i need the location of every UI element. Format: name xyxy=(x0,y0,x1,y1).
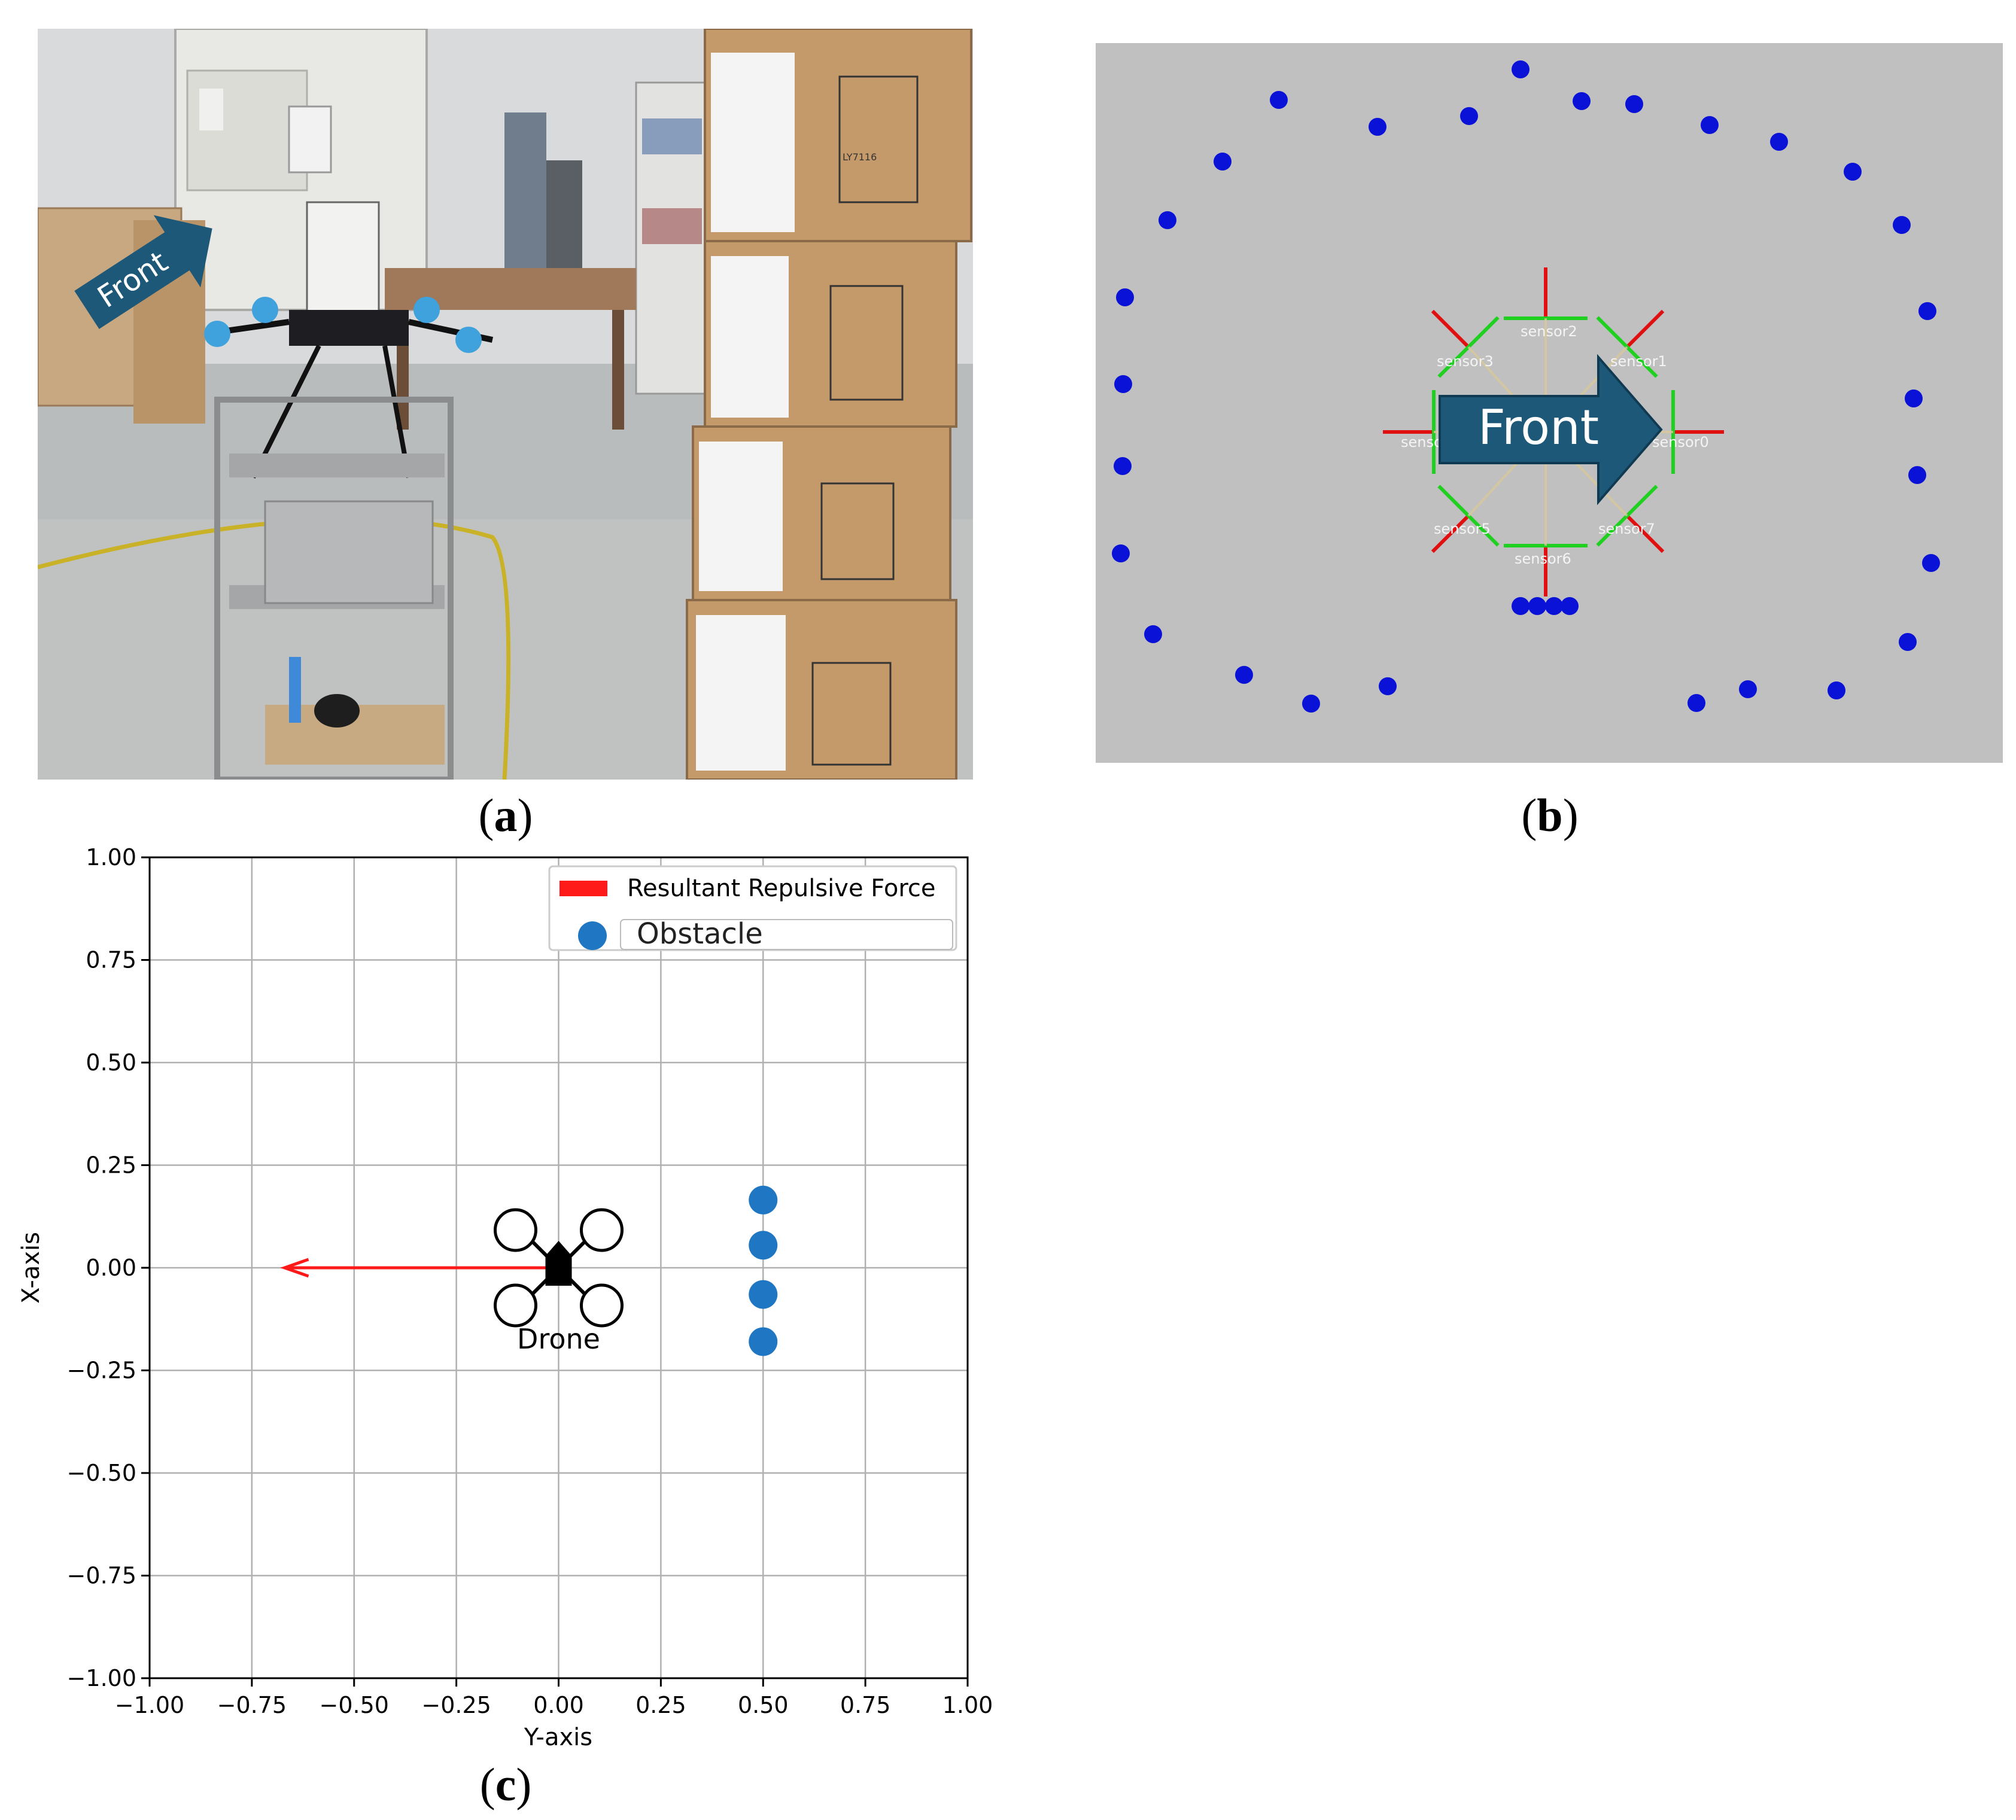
sim-point xyxy=(1899,633,1917,651)
legend-swatch-force xyxy=(560,881,607,896)
sim-point xyxy=(1214,153,1232,171)
sim-point xyxy=(1235,666,1253,684)
y-tick-label: −1.00 xyxy=(67,1665,136,1691)
obstacle-point xyxy=(749,1231,778,1260)
sensor-label: sensor1 xyxy=(1610,353,1667,370)
stacked-boxes: LY7116 xyxy=(686,28,972,781)
sim-point xyxy=(1112,544,1130,562)
plot-frame xyxy=(148,856,969,1679)
sim-point xyxy=(1561,597,1579,615)
lab-photo-illustration: LY7116 Front xyxy=(37,28,973,783)
sim-point xyxy=(1369,118,1386,136)
sim-point xyxy=(1460,107,1478,125)
sim-point xyxy=(1828,681,1845,699)
sim-point xyxy=(1922,554,1940,572)
sensor-label: sensor7 xyxy=(1598,521,1655,537)
y-tick-label: 0.00 xyxy=(86,1255,136,1281)
y-tick-label: −0.25 xyxy=(67,1358,136,1384)
sim-point xyxy=(1302,695,1320,713)
sim-point xyxy=(1844,163,1862,181)
x-tick-label: −0.50 xyxy=(320,1692,389,1718)
caption-b: (b) xyxy=(1521,789,1579,841)
drone-label: Drone xyxy=(517,1323,600,1355)
sim-point xyxy=(1116,288,1134,306)
sim-point xyxy=(1625,95,1643,113)
obstacle-point xyxy=(749,1327,778,1356)
x-tick-label: 1.00 xyxy=(942,1692,993,1718)
x-tick-label: −1.00 xyxy=(115,1692,184,1718)
sensor-2: sensor2 xyxy=(1504,267,1588,432)
y-axis-label: X-axis xyxy=(17,1232,45,1304)
sim-point xyxy=(1114,457,1132,475)
sim-point xyxy=(1687,694,1705,712)
y-tick-label: 0.50 xyxy=(86,1049,136,1076)
x-axis-label: Y-axis xyxy=(524,1724,592,1751)
sensor-label: sensor3 xyxy=(1437,353,1494,370)
sensor-label: sensor0 xyxy=(1652,434,1709,451)
obstacle-point xyxy=(749,1280,778,1309)
legend-swatch-obstacle xyxy=(578,921,607,950)
chart-legend: Resultant Repulsive Force Obstacle xyxy=(548,865,957,951)
sim-front-arrow-icon: Front xyxy=(1439,354,1663,506)
sim-point xyxy=(1905,389,1923,407)
legend-label-obstacle: Obstacle xyxy=(637,917,763,951)
repulsive-force-chart: −1.00 −0.75 −0.50 −0.25 0.00 0.25 0.50 0.75 1.00… xyxy=(17,844,993,1751)
sim-point xyxy=(1573,92,1591,110)
sim-point xyxy=(1270,91,1288,109)
sim-point xyxy=(1893,216,1911,234)
simulation-view: sensor0sensor1sensor2sensor3sensor4senso… xyxy=(1096,43,2003,763)
x-tick-label: −0.25 xyxy=(421,1692,491,1718)
sim-point xyxy=(1908,466,1926,484)
sim-point xyxy=(1701,116,1719,134)
sim-point xyxy=(1114,375,1132,393)
repulsive-force-arrowhead xyxy=(279,1258,309,1278)
sim-front-label: Front xyxy=(1478,400,1599,455)
sim-point xyxy=(1158,211,1176,229)
x-tick-label: −0.75 xyxy=(217,1692,287,1718)
sim-point xyxy=(1739,680,1757,698)
caption-c: (c) xyxy=(479,1758,532,1810)
x-tick-label: 0.75 xyxy=(840,1692,891,1718)
x-tick-label: 0.50 xyxy=(738,1692,789,1718)
sim-point xyxy=(1512,597,1530,615)
panel-c-chart: −1.00 −0.75 −0.50 −0.25 0.00 0.25 0.50 0.75 1.00… xyxy=(0,832,1017,1765)
sim-point xyxy=(1545,597,1563,615)
sim-point xyxy=(1144,625,1162,643)
x-tick-label: 0.00 xyxy=(533,1692,584,1718)
sim-point xyxy=(1379,677,1397,695)
sensor-label: sensor6 xyxy=(1515,550,1571,567)
legend-label-force: Resultant Repulsive Force xyxy=(627,875,936,902)
y-tick-label: 0.25 xyxy=(86,1152,136,1179)
drone-icon: Drone xyxy=(494,1208,624,1355)
caption-a: (a) xyxy=(478,789,533,841)
y-tick-label: 0.75 xyxy=(86,947,136,973)
sim-point xyxy=(1528,597,1546,615)
y-tick-label: −0.75 xyxy=(67,1563,136,1589)
sim-point xyxy=(1512,60,1530,78)
sensor-7: sensor7 xyxy=(1544,431,1665,553)
y-tick-label: −0.50 xyxy=(67,1460,136,1486)
sim-point xyxy=(1770,133,1788,151)
x-tick-label: 0.25 xyxy=(635,1692,686,1718)
y-tick-label: 1.00 xyxy=(86,844,136,871)
sensor-3: sensor3 xyxy=(1431,309,1547,433)
sim-point xyxy=(1918,302,1936,320)
sensor-1: sensor1 xyxy=(1544,309,1667,433)
legend-label-box xyxy=(620,919,953,950)
panel-a-photo: LY7116 Front xyxy=(37,28,973,783)
sensor-label: sensor5 xyxy=(1434,521,1491,537)
box-label: LY7116 xyxy=(843,151,877,163)
sensor-label: sensor2 xyxy=(1521,323,1577,340)
obstacle-point xyxy=(749,1185,778,1215)
